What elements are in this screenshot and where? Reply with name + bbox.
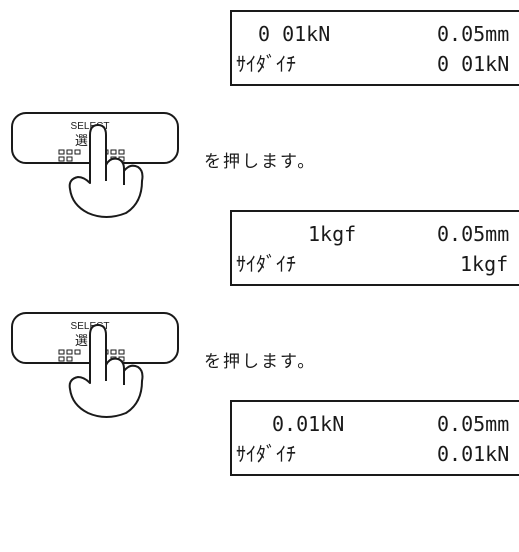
instruction-text-2: を押します。 xyxy=(204,352,317,372)
max-value-reading: 0.01kN xyxy=(437,442,510,466)
select-key-hand-icon: SELECT 選 択 xyxy=(11,312,179,418)
instruction-text-1: を押します。 xyxy=(204,152,317,172)
lcd-line-1: 1kgf 0.05mm xyxy=(232,220,519,248)
displacement-reading: 0.05mm xyxy=(437,412,510,436)
select-key-label-en: SELECT xyxy=(71,121,110,132)
select-key-press-1: SELECT 選 択 xyxy=(6,105,186,220)
displacement-reading: 0.05mm xyxy=(437,222,510,246)
select-key-press-2: SELECT 選 択 xyxy=(6,305,186,420)
lcd-line-2: ｻｲﾀﾞｲﾁ 1kgf xyxy=(232,250,519,278)
lcd-display-1: 0 01kN 0.05mm ｻｲﾀﾞｲﾁ 0 01kN xyxy=(230,10,519,86)
force-reading: 1kgf xyxy=(308,222,357,246)
lcd-display-3: 0.01kN 0.05mm ｻｲﾀﾞｲﾁ 0.01kN xyxy=(230,400,519,476)
max-value-reading: 1kgf xyxy=(460,252,509,276)
max-value-label: ｻｲﾀﾞｲﾁ xyxy=(236,252,296,276)
max-value-reading: 0 01kN xyxy=(437,52,510,76)
force-reading: 0.01kN xyxy=(272,412,345,436)
max-value-label: ｻｲﾀﾞｲﾁ xyxy=(236,52,296,76)
select-key-label-en: SELECT xyxy=(71,321,110,332)
force-reading: 0 01kN xyxy=(258,22,331,46)
select-key-hand-icon: SELECT 選 択 xyxy=(11,112,179,218)
lcd-line-1: 0.01kN 0.05mm xyxy=(232,410,519,438)
lcd-line-2: ｻｲﾀﾞｲﾁ 0 01kN xyxy=(232,50,519,78)
lcd-display-2: 1kgf 0.05mm ｻｲﾀﾞｲﾁ 1kgf xyxy=(230,210,519,286)
max-value-label: ｻｲﾀﾞｲﾁ xyxy=(236,442,296,466)
lcd-line-1: 0 01kN 0.05mm xyxy=(232,20,519,48)
displacement-reading: 0.05mm xyxy=(437,22,510,46)
lcd-line-2: ｻｲﾀﾞｲﾁ 0.01kN xyxy=(232,440,519,468)
